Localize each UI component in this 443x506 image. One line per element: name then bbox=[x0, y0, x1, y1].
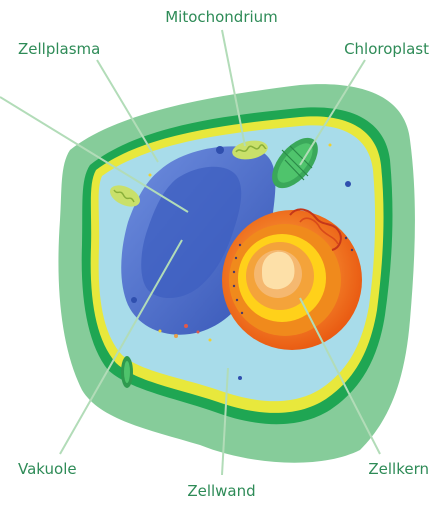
label-vakuole: Vakuole bbox=[18, 460, 77, 478]
chloroplast-small bbox=[121, 356, 133, 388]
label-chloroplast: Chloroplast bbox=[344, 40, 429, 58]
label-zellwand: Zellwand bbox=[0, 482, 443, 500]
label-zellkern: Zellkern bbox=[368, 460, 429, 478]
nucleus bbox=[222, 209, 362, 350]
label-mitochondrium: Mitochondrium bbox=[0, 8, 443, 26]
label-zellplasma: Zellplasma bbox=[18, 40, 100, 58]
